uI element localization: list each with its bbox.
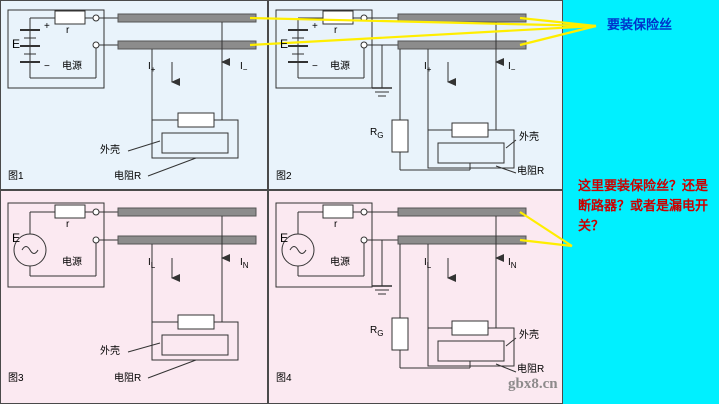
fig4-ground-resistor-label: RG: [370, 325, 384, 338]
fig4-current-left: IL: [424, 257, 432, 270]
note-top-text: 要装保险丝: [607, 17, 673, 32]
note-bottom-text: 这里要装保险丝？还是断路器？或者是漏电开关？: [578, 178, 709, 233]
fig1-enclosure-label: 外壳: [100, 145, 120, 156]
fig2-load-label: 电阻R: [517, 166, 545, 177]
fig1-current-left: I+: [148, 61, 156, 74]
fig3-internal-resistor-label: r: [66, 219, 70, 230]
fig2-plus-sign: +: [312, 21, 318, 32]
fig2-ground-resistor-label: RG: [370, 127, 384, 140]
pointer-lines-top: [249, 16, 597, 47]
fig4-enclosure-label: 外壳: [519, 330, 539, 341]
fig2-source-label: E: [280, 37, 289, 51]
fig1-source-caption: 电源: [62, 61, 82, 72]
fig4-internal-resistor-label: r: [334, 219, 338, 230]
fig3-current-right: IN: [240, 257, 249, 270]
fig1-minus-sign: −: [44, 61, 50, 72]
fig1-current-right: I−: [240, 61, 248, 74]
fig1-plus-sign: +: [44, 21, 50, 32]
fig4-current-right: IN: [508, 257, 517, 270]
fig2-minus-sign: −: [312, 61, 318, 72]
fig3-source-label: E: [12, 231, 21, 245]
fig4-source-label: E: [280, 231, 289, 245]
note-panel: [563, 0, 719, 404]
fig3-current-left: IL: [148, 257, 156, 270]
fig3-figure-number: 图3: [8, 373, 24, 384]
fig1-source-label: E: [12, 37, 21, 51]
fig3-load-label: 电阻R: [114, 373, 142, 384]
fig1-load-label: 电阻R: [114, 171, 142, 182]
fig4-figure-number: 图4: [276, 373, 292, 384]
fig3-source-caption: 电源: [62, 257, 82, 268]
fig3-enclosure-label: 外壳: [100, 346, 120, 357]
fig2-current-right: I−: [508, 61, 516, 74]
fig1-internal-resistor-label: r: [66, 25, 70, 36]
fig2-internal-resistor-label: r: [334, 25, 338, 36]
fig2-figure-number: 图2: [276, 171, 292, 182]
fig2-enclosure-label: 外壳: [519, 132, 539, 143]
fig2-current-left: I+: [424, 61, 432, 74]
pointer-lines-bottom: [519, 211, 573, 248]
watermark: gbx8.cn: [508, 376, 558, 392]
fig2-source-caption: 电源: [330, 61, 350, 72]
fig4-load-label: 电阻R: [517, 364, 545, 375]
fig1-figure-number: 图1: [8, 171, 24, 182]
fig4-source-caption: 电源: [330, 257, 350, 268]
